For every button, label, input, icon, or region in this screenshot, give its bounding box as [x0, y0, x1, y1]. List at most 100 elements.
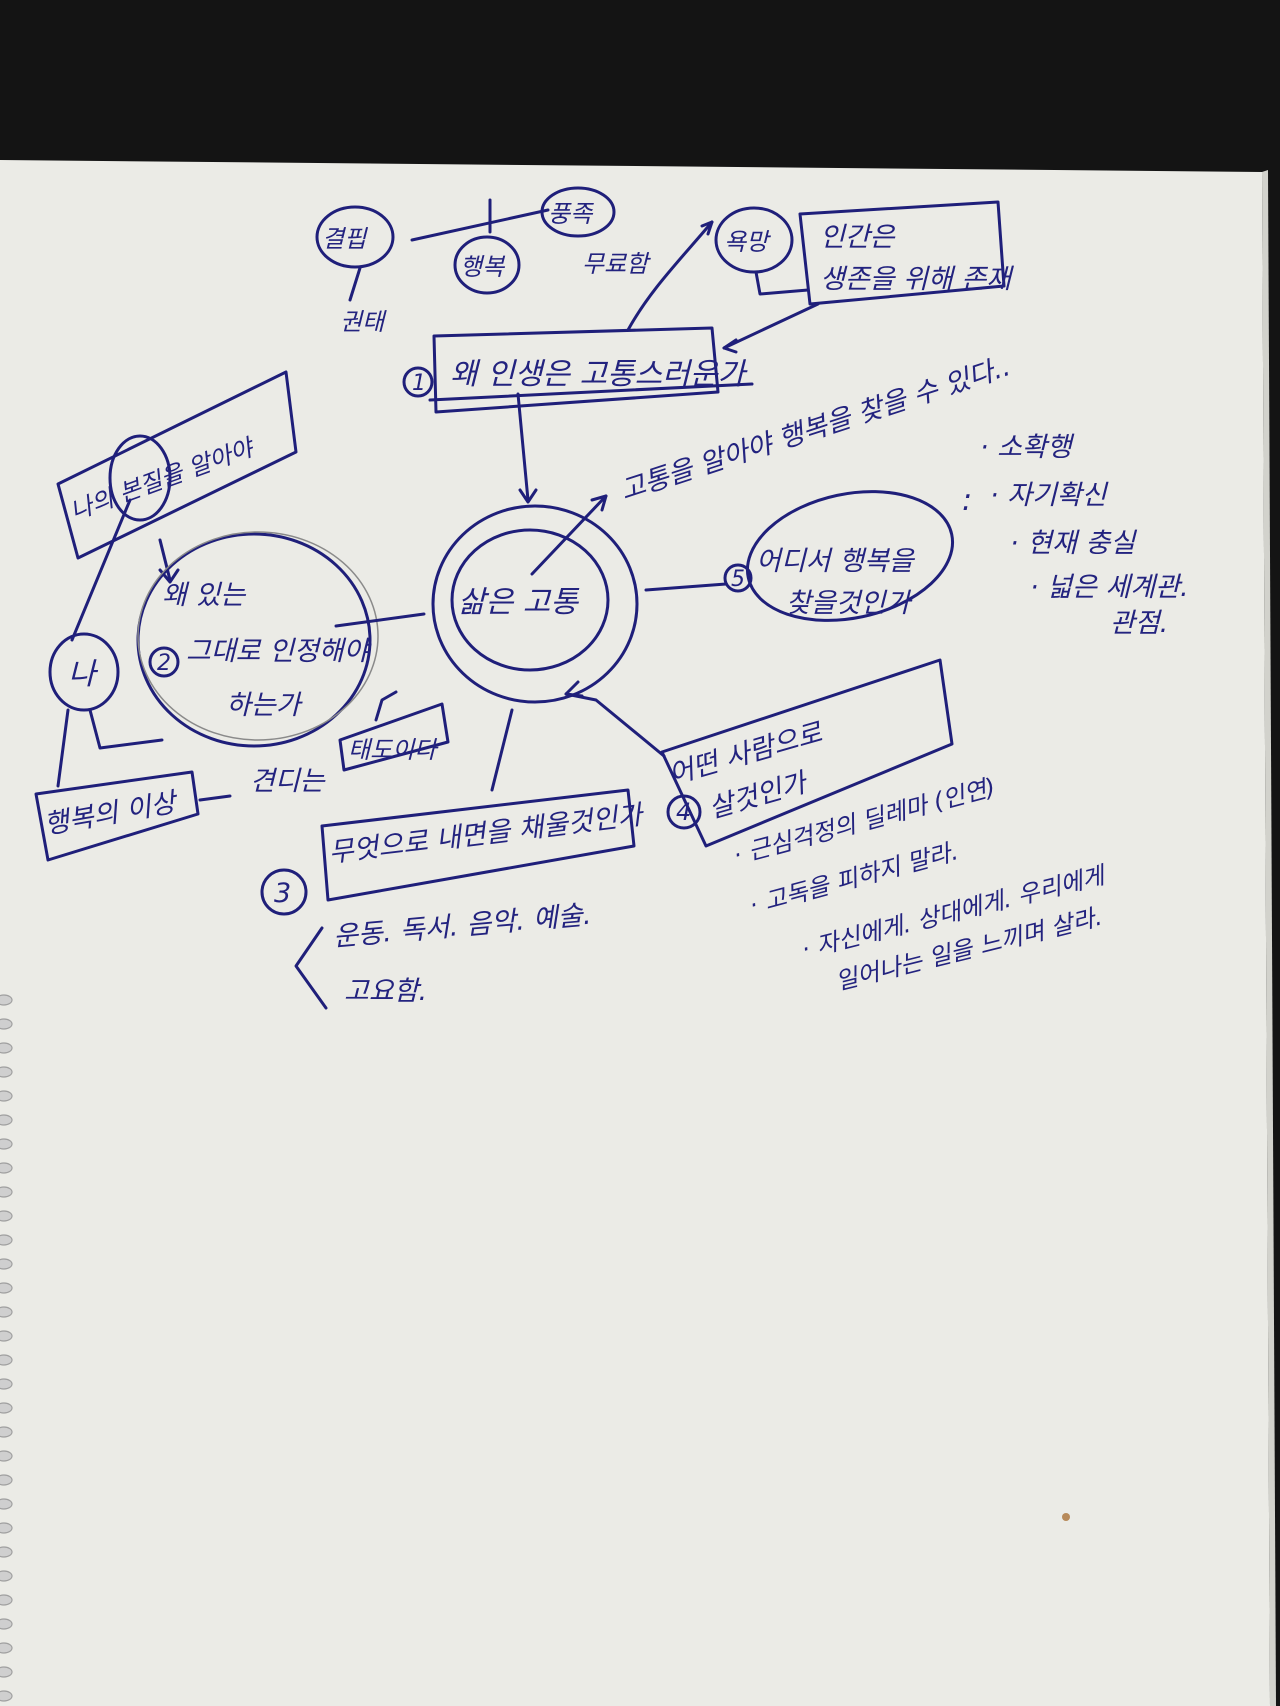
arrowhead [564, 680, 584, 698]
spiral-ring [0, 1114, 13, 1126]
spiral-ring [0, 1090, 13, 1102]
badge-q5 [723, 563, 753, 593]
arrow-center-happiness [530, 494, 608, 576]
circle-본질 [108, 434, 172, 522]
label-무료함: 무료함 [582, 250, 651, 278]
spiral-ring [0, 1402, 13, 1414]
badge-q4 [666, 794, 702, 830]
bracket-q3 [294, 926, 328, 1010]
center-outer-circle [431, 504, 639, 704]
badge-q3 [260, 868, 308, 916]
spiral-binding [0, 994, 13, 1702]
arrowhead [722, 338, 738, 354]
arrow-q1-욕망 [626, 220, 714, 332]
spiral-ring [0, 1354, 13, 1366]
spiral-ring [0, 1378, 13, 1390]
link-본질-나 [70, 498, 132, 642]
label-결핍: 결핍 [322, 225, 368, 253]
arrow-ideal-견디는 [198, 794, 232, 802]
circle-결핍 [315, 205, 395, 269]
label-나: 나 [68, 657, 99, 692]
circle-풍족 [540, 186, 616, 238]
circle-q5 [745, 490, 955, 622]
q5-item-1: · 소확행 [980, 432, 1075, 463]
circle-q2-pencil [137, 531, 379, 741]
line-결핍-풍족 [410, 208, 550, 242]
page-edge [1262, 170, 1276, 1706]
center-label: 삶은 고통 [458, 585, 579, 620]
spiral-ring [0, 1018, 13, 1030]
spiral-ring [0, 1210, 13, 1222]
badge-q2-num: 2 [157, 651, 171, 676]
label-욕망: 욕망 [724, 228, 771, 256]
spiral-ring [0, 1162, 13, 1174]
circle-나 [48, 632, 120, 712]
spiral-ring [0, 1066, 13, 1078]
q5-item-4: · 넓은 세계관. [1030, 572, 1189, 603]
link-center-q3 [490, 708, 514, 792]
label-q2-3: 하는가 [226, 690, 304, 721]
label-q5-2: 찾을것인가 [786, 588, 913, 619]
spiral-ring [0, 1426, 13, 1438]
q5-item-5: 관점. [1110, 608, 1168, 639]
link-center-q5 [644, 582, 728, 592]
arrow-태도-q2 [374, 690, 398, 722]
spiral-ring [0, 1282, 13, 1294]
underline-q1 [428, 382, 754, 402]
circle-행복 [453, 235, 521, 295]
colon-mark: : [962, 483, 972, 518]
arrow-나-ideal [56, 708, 70, 788]
spiral-ring [0, 1330, 13, 1342]
label-행복: 행복 [460, 253, 506, 281]
arrow-note-q1 [722, 302, 820, 350]
label-권태: 권태 [340, 308, 387, 336]
badge-q1 [402, 366, 434, 398]
box-q1 [432, 326, 720, 414]
box-q3 [320, 788, 636, 902]
link-욕망-note [754, 270, 810, 296]
center-inner-circle [450, 528, 610, 672]
q5-item-3: · 현재 충실 [1010, 528, 1137, 559]
spiral-ring [0, 1498, 13, 1510]
badge-q3-num: 3 [274, 878, 291, 909]
arrowhead [590, 494, 608, 512]
circle-욕망 [714, 206, 794, 274]
arrowhead [518, 488, 538, 504]
arrowhead [700, 220, 714, 236]
spiral-ring [0, 1594, 13, 1606]
q5-item-2: · 자기확신 [990, 480, 1109, 511]
spiral-ring [0, 1186, 13, 1198]
box-desire-note [798, 200, 1006, 306]
spiral-ring [0, 1522, 13, 1534]
label-q5-1: 어디서 행복을 [756, 546, 916, 577]
spiral-ring [0, 1450, 13, 1462]
label-q2-1: 왜 있는 [162, 580, 246, 611]
badge-q5-num: 5 [731, 567, 745, 592]
spiral-ring [0, 1642, 13, 1654]
spiral-ring [0, 994, 13, 1006]
spiral-ring [0, 1234, 13, 1246]
arrow-q1-center [516, 392, 530, 502]
spiral-ring [0, 1666, 13, 1678]
box-happy-ideal [34, 770, 200, 862]
arrow-self-q2 [158, 538, 172, 582]
spiral-ring [0, 1474, 13, 1486]
spiral-ring [0, 1258, 13, 1270]
label-풍족: 풍족 [548, 200, 594, 228]
spiral-ring [0, 1618, 13, 1630]
spiral-ring [0, 1690, 13, 1702]
label-태도: 태도이다 [348, 736, 439, 764]
label-q2-2: 그대로 인정해야 [186, 636, 373, 667]
spiral-ring [0, 1546, 13, 1558]
box-self [56, 370, 298, 560]
label-견디는: 견디는 [250, 766, 326, 797]
box-q4 [660, 658, 954, 848]
label-q1: 왜 인생은 고통스러운가 [450, 357, 748, 392]
badge-q4-num: 4 [676, 798, 691, 826]
q3-items-2: 고요함. [344, 976, 427, 1007]
spiral-ring [0, 1042, 13, 1054]
label-desire-note-2: 생존을 위해 존재 [820, 264, 1014, 295]
badge-q1-num: 1 [412, 371, 426, 396]
paper-speck [1062, 1513, 1070, 1521]
link-결핍-권태 [348, 266, 362, 302]
